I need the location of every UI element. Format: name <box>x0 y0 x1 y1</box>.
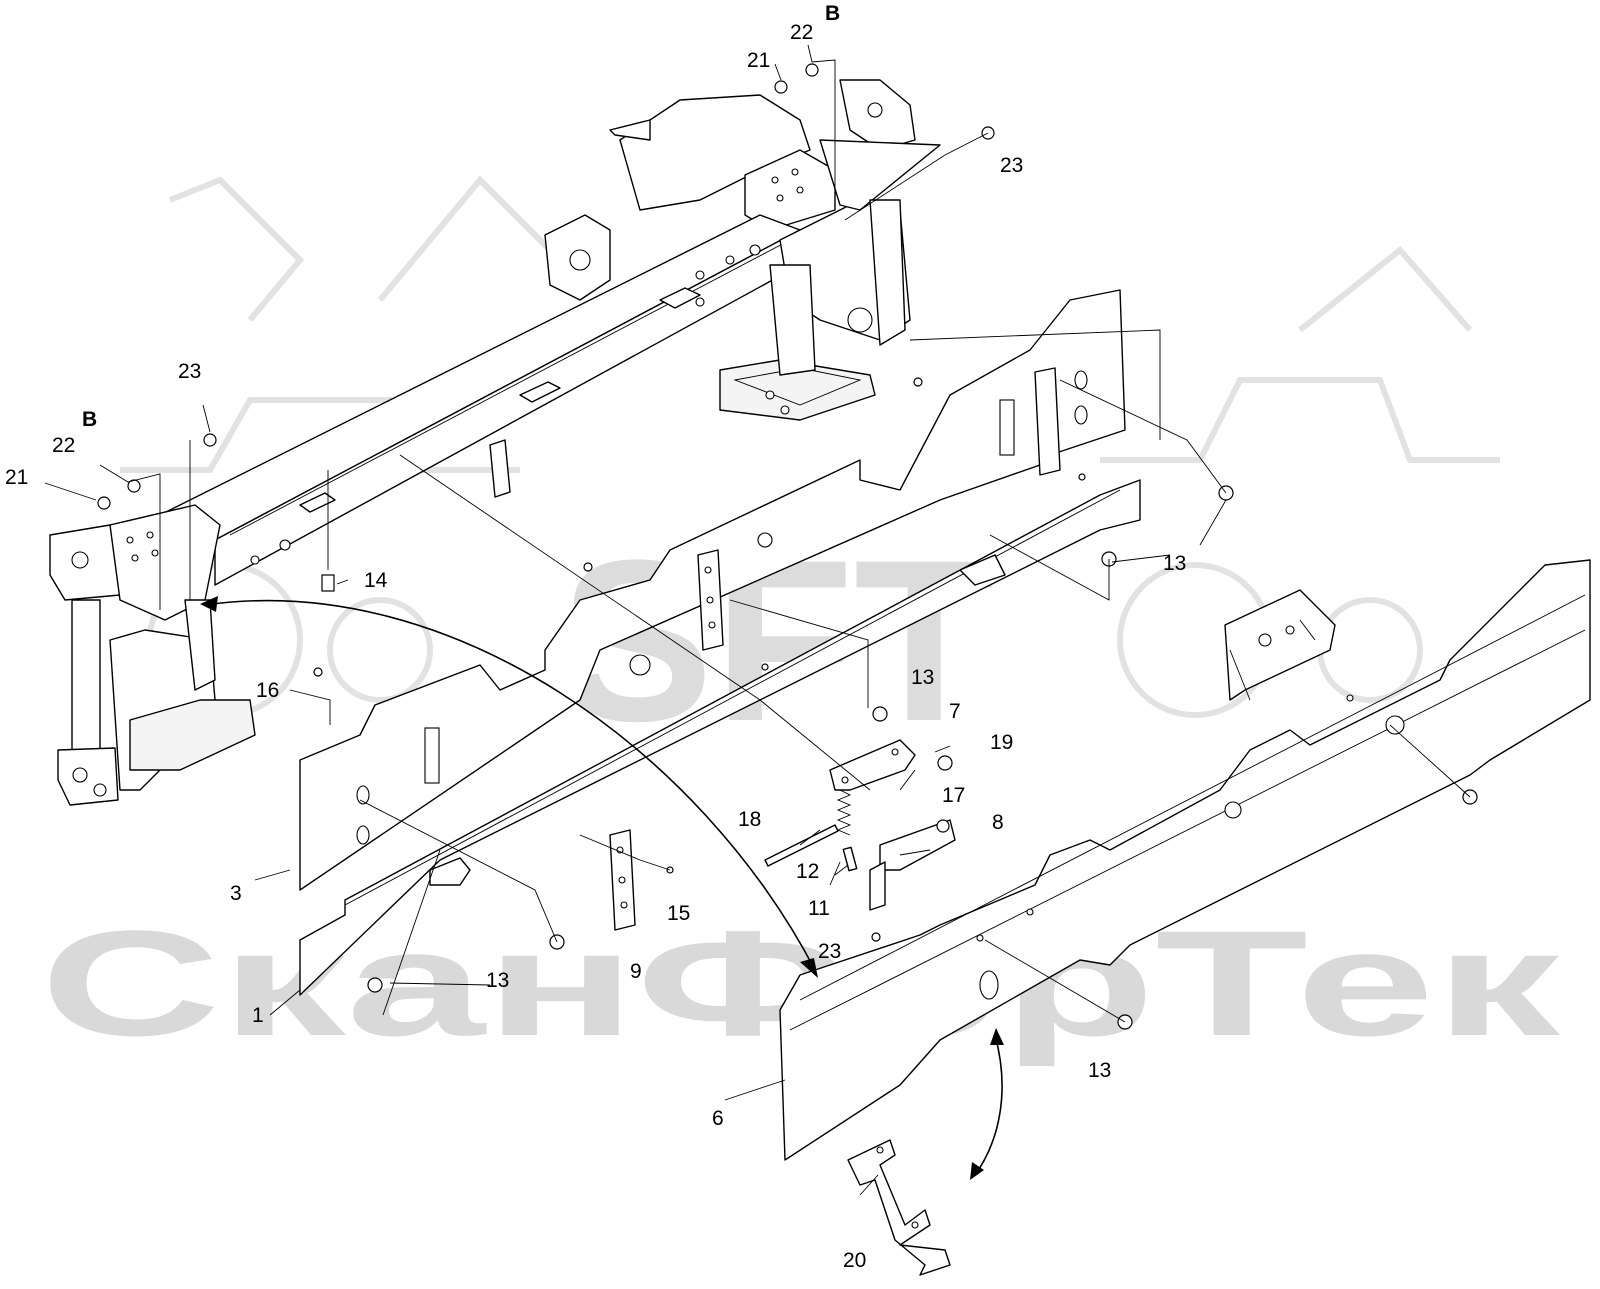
callout-22-left: 22 <box>52 434 75 457</box>
callout-16: 16 <box>256 679 279 702</box>
callout-11: 11 <box>808 897 830 920</box>
callout-13-bottom-right: 13 <box>1088 1059 1111 1082</box>
callout-7: 7 <box>949 700 961 723</box>
spring-latch-bracket <box>1224 589 1336 701</box>
callout-13-right-top: 13 <box>1163 552 1186 575</box>
section-marker-b-top: B <box>825 2 840 25</box>
latch-mechanism <box>764 739 956 1276</box>
callout-12: 12 <box>796 860 819 883</box>
callout-6-label: 6 <box>712 1107 724 1130</box>
callout-23-top-right: 23 <box>1000 154 1023 177</box>
strip-9 <box>609 829 636 931</box>
callout-15: 15 <box>667 902 690 925</box>
callout-14: 14 <box>364 569 388 592</box>
callout-23-middle: 23 <box>818 940 841 963</box>
callout-13-bottom-left: 13 <box>486 969 509 992</box>
panel-6 <box>779 559 1591 1161</box>
callout-3: 3 <box>230 882 242 905</box>
motion-arrows <box>200 596 1004 1180</box>
callout-19: 19 <box>990 731 1013 754</box>
callout-23-left: 23 <box>178 360 201 383</box>
callout-labels: B B 22 21 23 23 22 21 14 16 3 1 13 9 15 … <box>5 2 1186 1272</box>
callout-22-top: 22 <box>790 21 813 44</box>
callout-21-left: 21 <box>5 466 28 489</box>
panel-1 <box>299 479 1141 996</box>
main-frame-assembly <box>49 79 941 806</box>
callout-13-middle: 13 <box>911 666 934 689</box>
watermark-tractor-left <box>120 175 563 718</box>
section-marker-b-left: B <box>82 408 97 431</box>
strip-upper <box>697 367 1061 651</box>
callout-18: 18 <box>738 808 761 831</box>
callout-8: 8 <box>992 811 1004 834</box>
callout-1: 1 <box>252 1004 264 1027</box>
callout-21-top: 21 <box>747 49 770 72</box>
callout-17: 17 <box>942 784 965 807</box>
callout-9: 9 <box>630 960 642 983</box>
callout-20: 20 <box>843 1249 866 1272</box>
leader-lines <box>44 44 1471 1196</box>
